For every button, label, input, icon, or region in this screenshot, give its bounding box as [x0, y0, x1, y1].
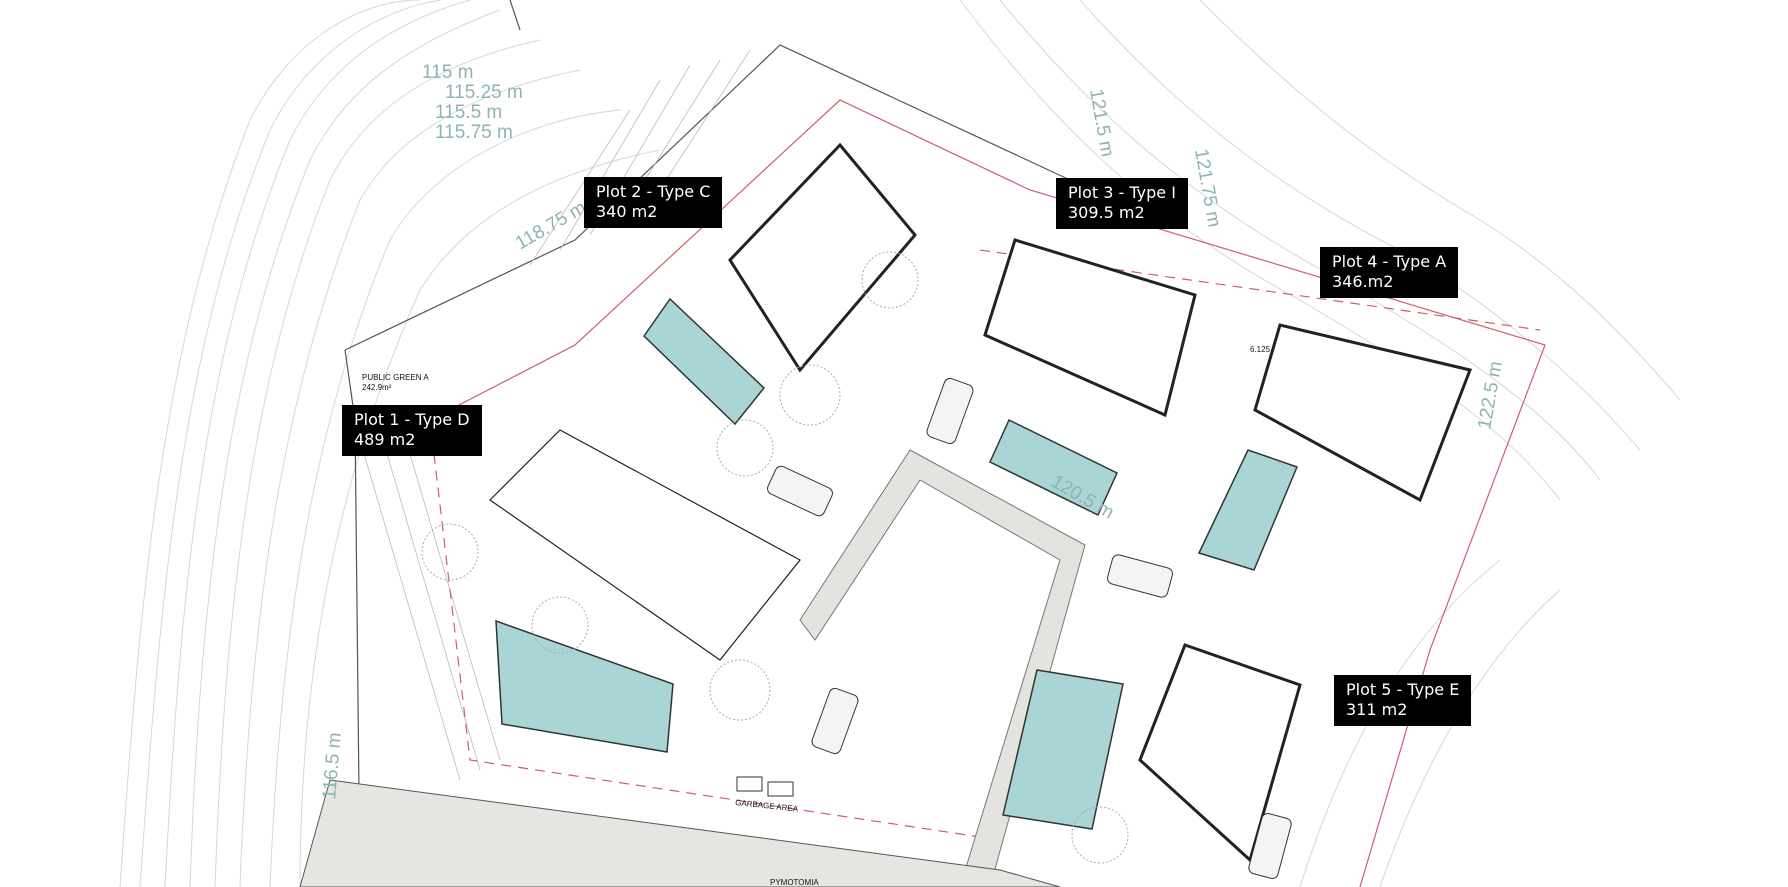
- plot-area: 309.5 m2: [1068, 203, 1145, 222]
- plot-area: 311 m2: [1346, 700, 1408, 719]
- house-plot-5: [1138, 643, 1302, 863]
- plot-name: Plot 5 - Type E: [1346, 680, 1460, 699]
- garbage-bin: [767, 781, 794, 797]
- roads: [299, 449, 1086, 887]
- houses: [489, 142, 1473, 863]
- plot-name: Plot 2 - Type C: [596, 182, 711, 201]
- pool-plot-5: [1002, 669, 1124, 830]
- house-plot-3: [983, 238, 1197, 418]
- contour-label: 115.5 m: [435, 102, 502, 123]
- contour-label: 115 m: [422, 62, 473, 83]
- contour-label: 121.5 m: [1085, 87, 1118, 158]
- garbage-area-label: GARBAGE AREA: [735, 798, 799, 814]
- pool-plot-4: [1197, 449, 1298, 571]
- plot-area: 346.m2: [1332, 272, 1394, 291]
- pool-plot-2: [643, 297, 766, 426]
- road-name-label: PYMOTOMIA: [770, 878, 819, 887]
- contour-label: 115.25 m: [445, 82, 523, 103]
- public-green-area: 242.9m²: [362, 383, 392, 392]
- contour-label: 122.5 m: [1474, 360, 1507, 431]
- plot-area: 340 m2: [596, 202, 658, 221]
- contour-label: 118.75 m: [512, 197, 590, 254]
- plot-name: Plot 1 - Type D: [354, 410, 470, 429]
- plot-name: Plot 4 - Type A: [1332, 252, 1447, 271]
- plot-3-label[interactable]: Plot 3 - Type I 309.5 m2: [1056, 178, 1188, 229]
- plot-2-label[interactable]: Plot 2 - Type C 340 m2: [584, 177, 723, 228]
- dimension-label: 6.125: [1250, 345, 1271, 354]
- house-plot-1: [489, 429, 801, 661]
- house-plot-4: [1253, 323, 1473, 503]
- plot-1-label[interactable]: Plot 1 - Type D 489 m2: [342, 405, 482, 456]
- contour-label: 121.75 m: [1190, 147, 1224, 229]
- house-plot-2: [728, 142, 917, 373]
- contour-label: 115.75 m: [435, 122, 513, 143]
- pools: [495, 297, 1298, 830]
- cars: [767, 377, 1292, 879]
- pool-plot-3: [989, 418, 1118, 517]
- public-green-label: PUBLIC GREEN A: [362, 373, 429, 382]
- plot-name: Plot 3 - Type I: [1068, 183, 1176, 202]
- plot-area: 489 m2: [354, 430, 416, 449]
- plot-5-label[interactable]: Plot 5 - Type E 311 m2: [1334, 675, 1472, 726]
- plot-4-label[interactable]: Plot 4 - Type A 346.m2: [1320, 247, 1459, 298]
- trees: [421, 251, 1129, 864]
- pool-plot-1: [495, 619, 674, 753]
- garbage-bin: [736, 776, 763, 792]
